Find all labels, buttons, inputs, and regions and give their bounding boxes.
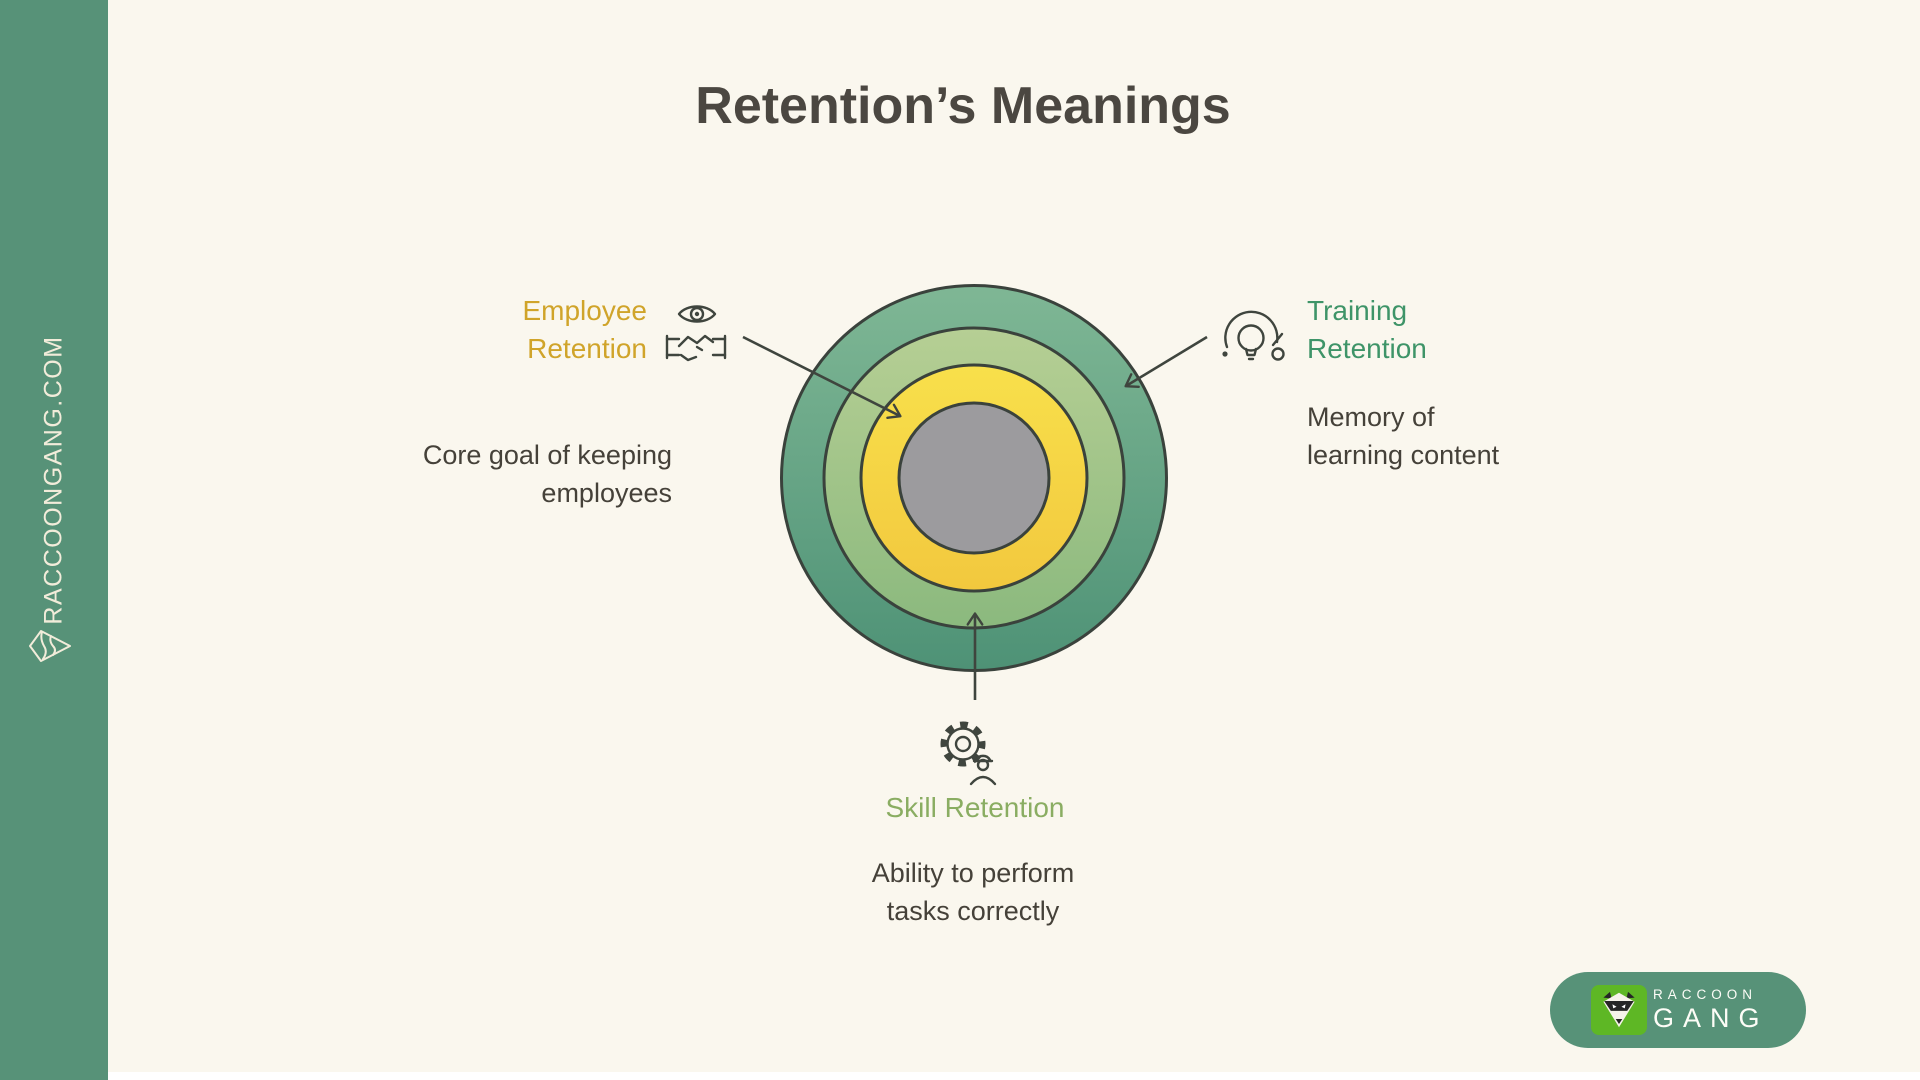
eye-icon xyxy=(677,305,717,323)
lightbulb-refresh-icon xyxy=(1222,310,1285,361)
core-circle xyxy=(897,401,1051,555)
concentric-rings-diagram xyxy=(742,284,1208,700)
gear-icon xyxy=(940,721,986,767)
raccoon-face-tile xyxy=(1591,985,1647,1035)
training-label-line1: Training xyxy=(1307,295,1408,326)
sidebar: RACCOONGANG.COM xyxy=(0,0,108,1080)
badge-text: RACCOON GANG xyxy=(1653,988,1769,1032)
gear-person-icon xyxy=(940,721,997,786)
training-label-line2: Retention xyxy=(1307,333,1427,364)
employee-arrow xyxy=(742,335,902,419)
training-retention-label: Training Retention xyxy=(1307,292,1427,368)
handshake-icon xyxy=(665,334,727,362)
employee-description: Core goal of keeping employees xyxy=(422,440,672,508)
raccoon-logo-icon xyxy=(29,630,71,662)
employee-retention-label: Employee Retention xyxy=(522,292,647,368)
bottom-strip xyxy=(108,1072,1920,1080)
training-arrow xyxy=(1124,335,1208,388)
employee-label-line2: Retention xyxy=(527,333,647,364)
badge-word-raccoon: RACCOON xyxy=(1653,987,1758,1003)
eye-handshake-icon xyxy=(665,305,727,362)
skill-description: Ability to perform tasks correctly xyxy=(871,858,1075,926)
skill-retention-label: Skill Retention xyxy=(885,792,1065,823)
sidebar-url-text: RACCOONGANG.COM xyxy=(39,335,68,625)
page-title: Retention’s Meanings xyxy=(695,77,1231,135)
employee-label-line1: Employee xyxy=(522,295,647,326)
badge-word-gang: GANG xyxy=(1653,1002,1769,1033)
training-description: Memory of learning content xyxy=(1307,402,1500,470)
raccoon-face-icon xyxy=(1603,991,1635,1028)
raccoon-gang-badge: RACCOON GANG xyxy=(1550,972,1806,1048)
worker-icon xyxy=(969,754,997,786)
